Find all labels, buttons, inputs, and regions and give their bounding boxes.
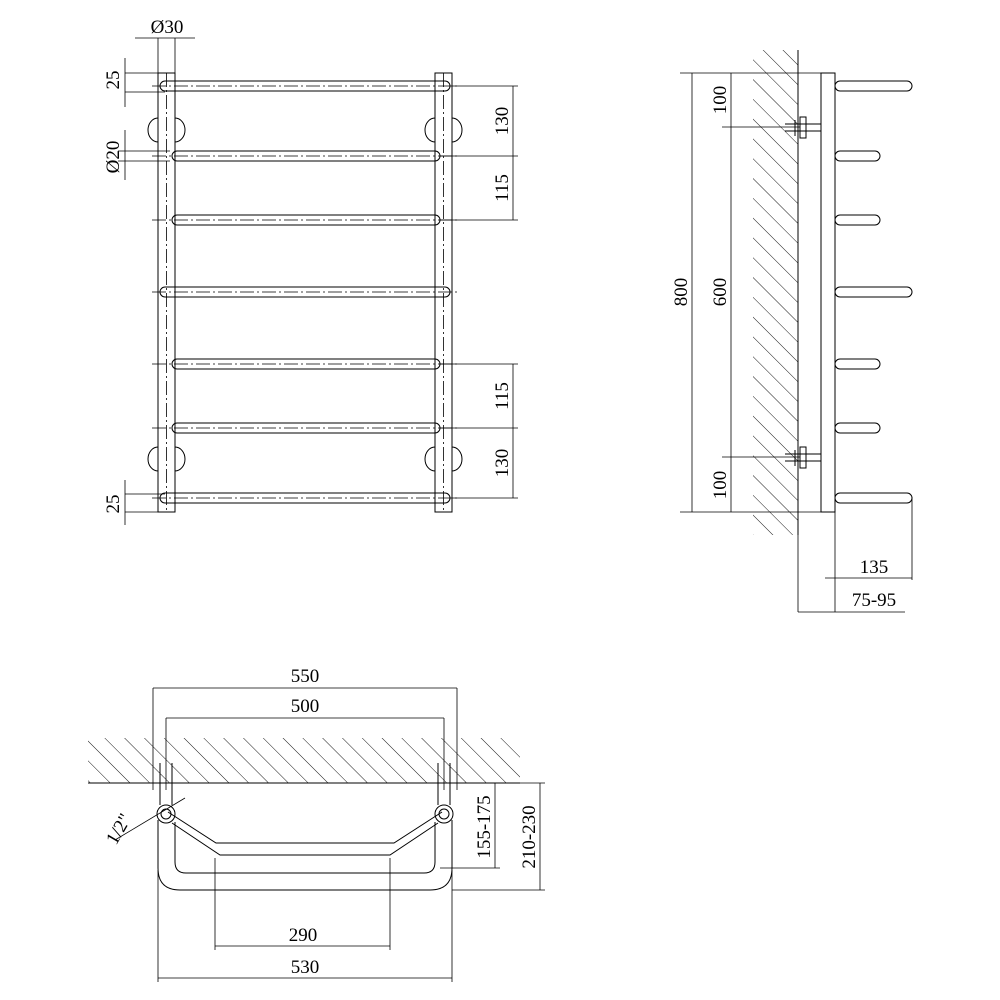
side-dimensions: 800 100 600 100 135 75-95 <box>671 72 913 613</box>
right-pipe-connection <box>434 804 454 824</box>
side-wall-hatch <box>753 50 798 535</box>
side-rung <box>834 492 913 504</box>
top-depth-inner: 155-175 <box>474 795 495 858</box>
front-right-dim-2: 115 <box>492 174 513 202</box>
left-pipe-connection <box>156 804 176 824</box>
front-right-dim-3: 115 <box>492 382 513 410</box>
side-rung <box>834 358 881 370</box>
front-top-diameter-label: Ø30 <box>151 17 184 38</box>
top-depth-outer: 210-230 <box>519 805 540 868</box>
top-overall-width: 550 <box>291 666 320 687</box>
side-view: 800 100 600 100 135 75-95 <box>671 50 913 613</box>
side-wall-gap: 75-95 <box>852 590 896 611</box>
front-rungs <box>152 80 458 504</box>
front-right-dim-1: 130 <box>492 107 513 136</box>
front-top-diameter: Ø30 <box>135 17 195 73</box>
side-collector <box>820 72 836 513</box>
top-pipe-size: 1/2" <box>102 810 136 848</box>
left-collector <box>157 72 176 513</box>
front-left-bottom-dim: 25 <box>103 495 124 514</box>
side-depth: 135 <box>860 557 889 578</box>
front-bar-diameter: Ø20 <box>103 141 124 174</box>
side-rungs <box>834 80 913 504</box>
front-view: 25 Ø20 25 Ø30 130 115 <box>103 17 518 525</box>
top-dimensions: 550 500 155-175 210-230 290 530 1/2" <box>102 666 545 982</box>
front-left-dimensions: 25 Ø20 25 <box>103 58 170 525</box>
top-pipe-loop <box>156 763 454 891</box>
top-middle-width: 290 <box>289 925 318 946</box>
side-mount-span: 600 <box>710 278 731 307</box>
top-pipe-width: 530 <box>291 957 320 978</box>
front-right-dim-4: 130 <box>492 449 513 478</box>
side-total-height: 800 <box>671 278 692 307</box>
front-right-dimensions: 130 115 115 130 <box>440 85 518 499</box>
right-collector <box>434 72 453 513</box>
front-left-top-dim: 25 <box>103 71 124 90</box>
side-rung <box>834 214 881 226</box>
side-rung <box>834 422 881 434</box>
side-mounts <box>785 116 821 469</box>
front-mounts <box>147 117 463 472</box>
side-bottom-offset: 100 <box>710 471 731 500</box>
top-inner-width: 500 <box>291 696 320 717</box>
side-rung <box>834 80 913 92</box>
top-view: 550 500 155-175 210-230 290 530 1/2" <box>88 666 545 982</box>
side-rung <box>834 286 913 298</box>
side-top-offset: 100 <box>710 86 731 115</box>
side-rung <box>834 150 881 162</box>
